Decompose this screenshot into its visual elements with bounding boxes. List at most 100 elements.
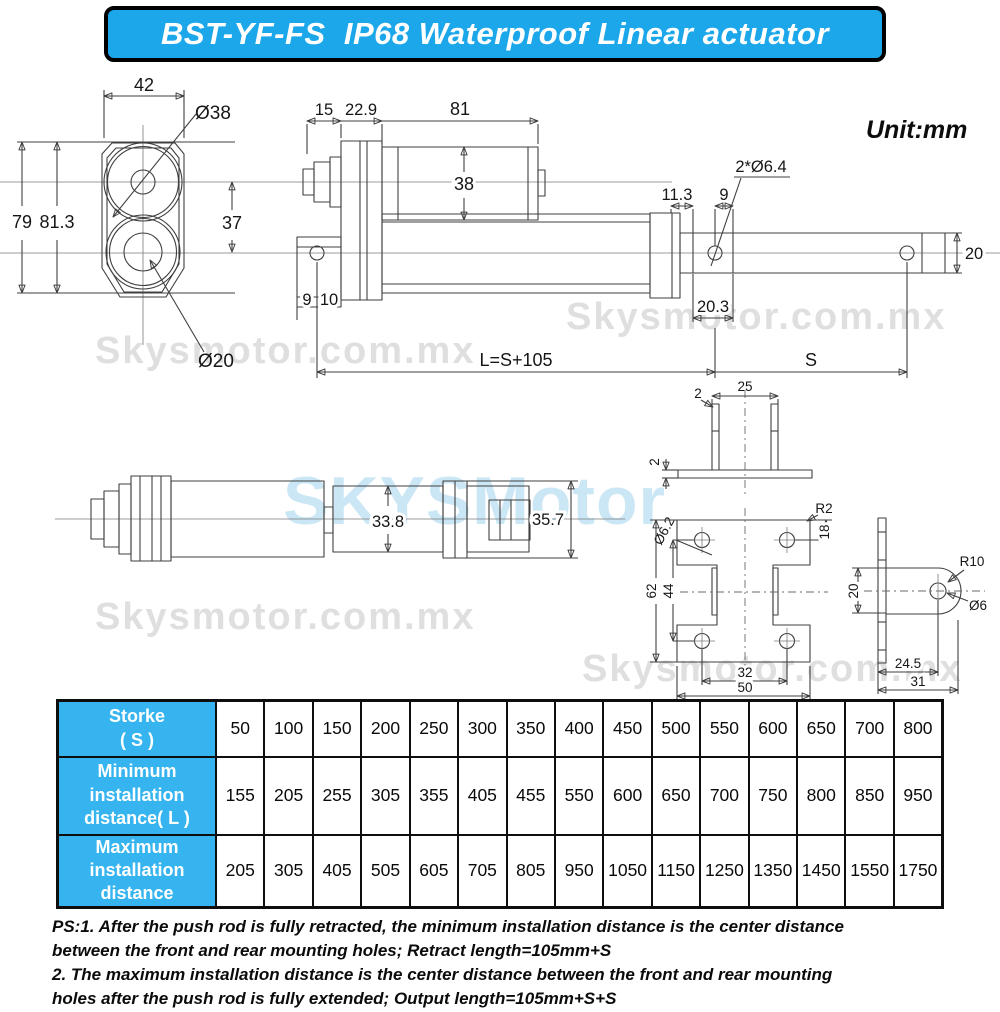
row-header-line: distance( L ): [84, 808, 190, 829]
table-cell: 500: [650, 699, 702, 758]
table-cell: 750: [747, 755, 799, 836]
unit-label: Unit:mm: [866, 116, 968, 144]
row-header-line: distance: [100, 883, 174, 904]
table-cell: 650: [796, 699, 847, 758]
dim-bf-width: 50: [737, 680, 752, 695]
table-cell: 1450: [796, 833, 847, 909]
dim-bf-hole-span-v: 44: [661, 583, 676, 599]
table-cell: 600: [747, 699, 799, 758]
dim-rt-width: 20: [846, 583, 861, 598]
dim-body-dia: 33.8: [372, 513, 404, 531]
note-line: PS:1. After the push rod is fully retrac…: [52, 917, 844, 936]
top-view-drawing: 33.8 35.7: [55, 475, 625, 562]
table-cell: 600: [602, 755, 653, 836]
dim-rod-end: 20: [965, 245, 983, 263]
table-cell: 1550: [844, 833, 895, 909]
table-cell: 1250: [699, 833, 750, 909]
dim-motor-length: 81: [450, 99, 470, 119]
table-cell: 550: [699, 699, 750, 758]
dim-end-dia: 35.7: [532, 511, 564, 529]
table-cell: 305: [263, 833, 314, 909]
table-cell: 200: [360, 699, 411, 758]
page-title: BST-YF-FS IP68 Waterproof Linear actuato…: [160, 16, 830, 51]
title-banner: BST-YF-FS IP68 Waterproof Linear actuato…: [104, 6, 886, 62]
dim-bf-corner-r: R2: [815, 501, 832, 516]
table-cell: 850: [844, 755, 895, 836]
dim-rt-hole-offset: 24.5: [895, 656, 921, 671]
table-cell: 700: [699, 755, 750, 836]
front-view-drawing: 42 79 81.3 37 Ø38 Ø20: [9, 75, 245, 372]
table-cell: 150: [311, 699, 363, 758]
table-cell: 605: [408, 833, 460, 909]
table-cell: 1150: [650, 833, 702, 909]
table-cell: 350: [505, 699, 556, 758]
table-cell: 205: [263, 755, 314, 836]
dim-bracket-base-t: 2: [647, 458, 662, 466]
note-line: between the front and rear mounting hole…: [52, 941, 612, 961]
row-header-line: Minimum: [97, 761, 177, 782]
table-cell: 100: [263, 699, 314, 758]
table-cell: 1350: [747, 833, 799, 909]
footnotes: PS:1. After the push rod is fully retrac…: [52, 915, 982, 1012]
note-line: holes after the push rod is fully extend…: [52, 989, 617, 1009]
dim-bracket-top-width: 25: [737, 379, 752, 394]
table-cell: 450: [602, 699, 653, 758]
mounting-bracket-side-view: 25 2 2: [644, 379, 813, 497]
table-cell: 505: [360, 833, 411, 909]
dim-bracket-plate-t: 2: [694, 386, 702, 401]
table-cell: 305: [360, 755, 411, 836]
side-view-drawing: 9 10 15 22.9 81 38: [296, 99, 986, 378]
table-cell: 400: [553, 699, 605, 758]
row-header-line: ( S ): [120, 729, 154, 750]
dim-hole-center-dist: 37: [222, 213, 242, 233]
dim-bottom-hole-dia: Ø20: [198, 351, 234, 372]
rod-end-bracket-view: R10 Ø6 20 24.5 31: [843, 517, 987, 694]
table-cell: 1050: [602, 833, 653, 909]
table-cell: 355: [408, 755, 460, 836]
dim-bf-height: 62: [644, 583, 659, 598]
table-cell: 300: [457, 699, 508, 758]
row-header: Storke( S ): [56, 699, 217, 758]
dim-rear-cap: 22.9: [345, 101, 377, 119]
dim-motor-dia: 38: [454, 174, 474, 194]
dim-bf-hole-edge: 18: [817, 524, 832, 539]
dim-bf-hole-span-h: 32: [737, 665, 752, 680]
table-cell: 705: [457, 833, 508, 909]
table-cell: 250: [408, 699, 460, 758]
dim-rt-length: 31: [910, 674, 925, 689]
dim-front-height-b: 81.3: [39, 212, 74, 232]
dim-rt-hole: Ø6: [969, 598, 987, 613]
dim-rear-9: 9: [302, 291, 311, 309]
dim-rear-10: 10: [320, 291, 338, 309]
row-header-line: Maximum: [95, 836, 179, 857]
table-cell: 700: [844, 699, 895, 758]
row-header-line: installation: [89, 859, 185, 880]
table-cell: 1750: [892, 833, 944, 909]
dim-stroke: S: [805, 350, 817, 370]
table-cell: 50: [214, 699, 266, 758]
table-cell: 255: [311, 755, 363, 836]
dim-front-20-3: 20.3: [697, 298, 729, 316]
dim-front-height-a: 79: [12, 212, 32, 232]
table-cell: 405: [311, 833, 363, 909]
dim-front-9: 9: [719, 186, 728, 204]
table-cell: 650: [650, 755, 702, 836]
table-cell: 205: [214, 833, 266, 909]
table-cell: 800: [796, 755, 847, 836]
mounting-bracket-front-view: Ø6.2 R2 18 62 44 32 50: [641, 501, 835, 700]
table-cell: 550: [553, 755, 605, 836]
row-header-line: Storke: [108, 706, 166, 727]
dim-top-hole-dia: Ø38: [195, 103, 231, 124]
table-cell: 405: [457, 755, 508, 836]
table-cell: 455: [505, 755, 556, 836]
dim-rt-radius: R10: [960, 554, 985, 569]
table-cell: 805: [505, 833, 556, 909]
